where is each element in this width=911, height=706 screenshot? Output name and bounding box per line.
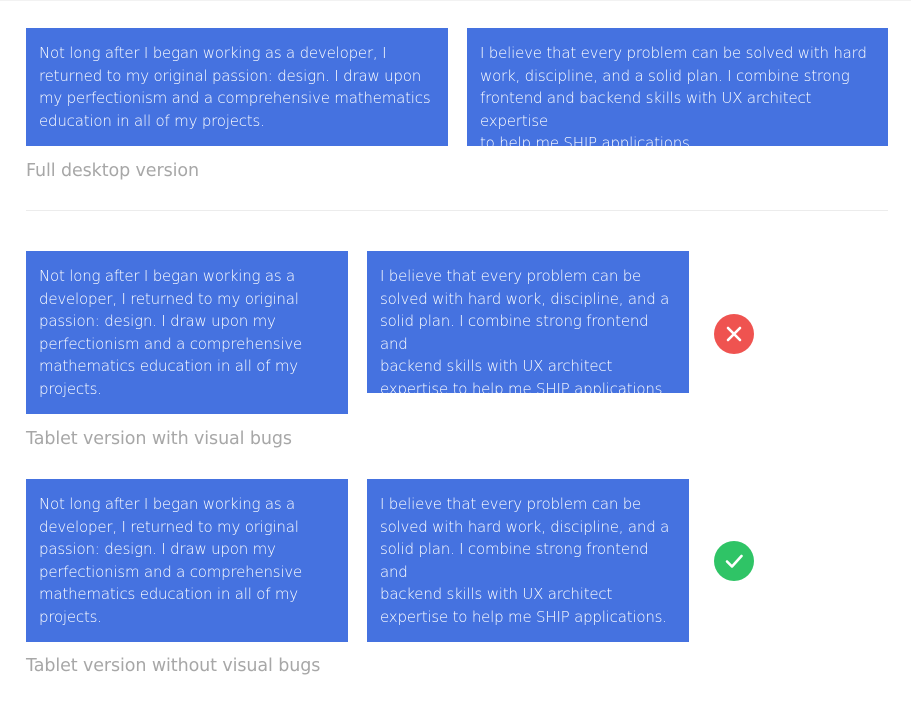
text-line: backend skills with UX architect <box>380 585 613 603</box>
text-line: Not long after I began working as a <box>39 267 296 285</box>
text-line: mathematics education in all of my <box>39 357 298 375</box>
text-line: developer, I returned to my original <box>39 289 299 308</box>
tablet-bugs-box-left: Not long after I began working as a deve… <box>26 251 348 414</box>
check-icon <box>714 541 754 581</box>
text-line: passion: design. I draw upon my <box>39 540 276 558</box>
text-line: I believe that every problem can be solv… <box>480 44 867 62</box>
text-line: perfectionism and a comprehensive <box>39 562 303 581</box>
text-line: projects. <box>39 607 102 626</box>
tablet-fixed-box-left: Not long after I began working as a deve… <box>26 479 348 642</box>
text-line: to help me SHIP applications. <box>480 134 695 152</box>
text-line: my perfectionism and a comprehensive mat… <box>39 89 431 107</box>
text-line: solved with hard work, discipline, and a <box>380 289 670 308</box>
text-line: solved with hard work, discipline, and a <box>380 517 670 536</box>
text-line: Not long after I began working as a deve… <box>39 44 387 62</box>
text-line: developer, I returned to my original <box>39 517 299 536</box>
tablet-bugs-box-right: I believe that every problem can be solv… <box>367 251 689 398</box>
desktop-caption: Full desktop version <box>26 161 199 181</box>
section-divider <box>26 210 888 211</box>
text-line: expertise to help me SHIP applications. <box>380 379 667 398</box>
text-line: solid plan. I combine strong frontend an… <box>380 540 649 581</box>
text-line: frontend and backend skills with UX arch… <box>480 89 812 130</box>
text-line: Not long after I began working as a <box>39 495 296 513</box>
tablet-bugs-caption: Tablet version with visual bugs <box>26 429 292 449</box>
top-divider <box>0 0 911 1</box>
text-line: projects. <box>39 379 102 398</box>
close-icon <box>714 314 754 354</box>
text-line: I believe that every problem can be <box>380 267 642 285</box>
text-line: education in all of my projects. <box>39 111 265 130</box>
desktop-box-right: I believe that every problem can be solv… <box>467 28 888 152</box>
text-line: perfectionism and a comprehensive <box>39 334 303 353</box>
desktop-box-left: Not long after I began working as a deve… <box>26 28 448 146</box>
tablet-fixed-box-right: I believe that every problem can be solv… <box>367 479 689 642</box>
text-line: expertise to help me SHIP applications. <box>380 607 667 626</box>
text-line: work, discipline, and a solid plan. I co… <box>480 66 850 85</box>
tablet-fixed-caption: Tablet version without visual bugs <box>26 656 321 676</box>
text-line: passion: design. I draw upon my <box>39 312 276 330</box>
text-line: I believe that every problem can be <box>380 495 642 513</box>
text-line: returned to my original passion: design.… <box>39 66 421 85</box>
text-line: solid plan. I combine strong frontend an… <box>380 312 649 353</box>
text-line: backend skills with UX architect <box>380 357 613 375</box>
text-line: mathematics education in all of my <box>39 585 298 603</box>
